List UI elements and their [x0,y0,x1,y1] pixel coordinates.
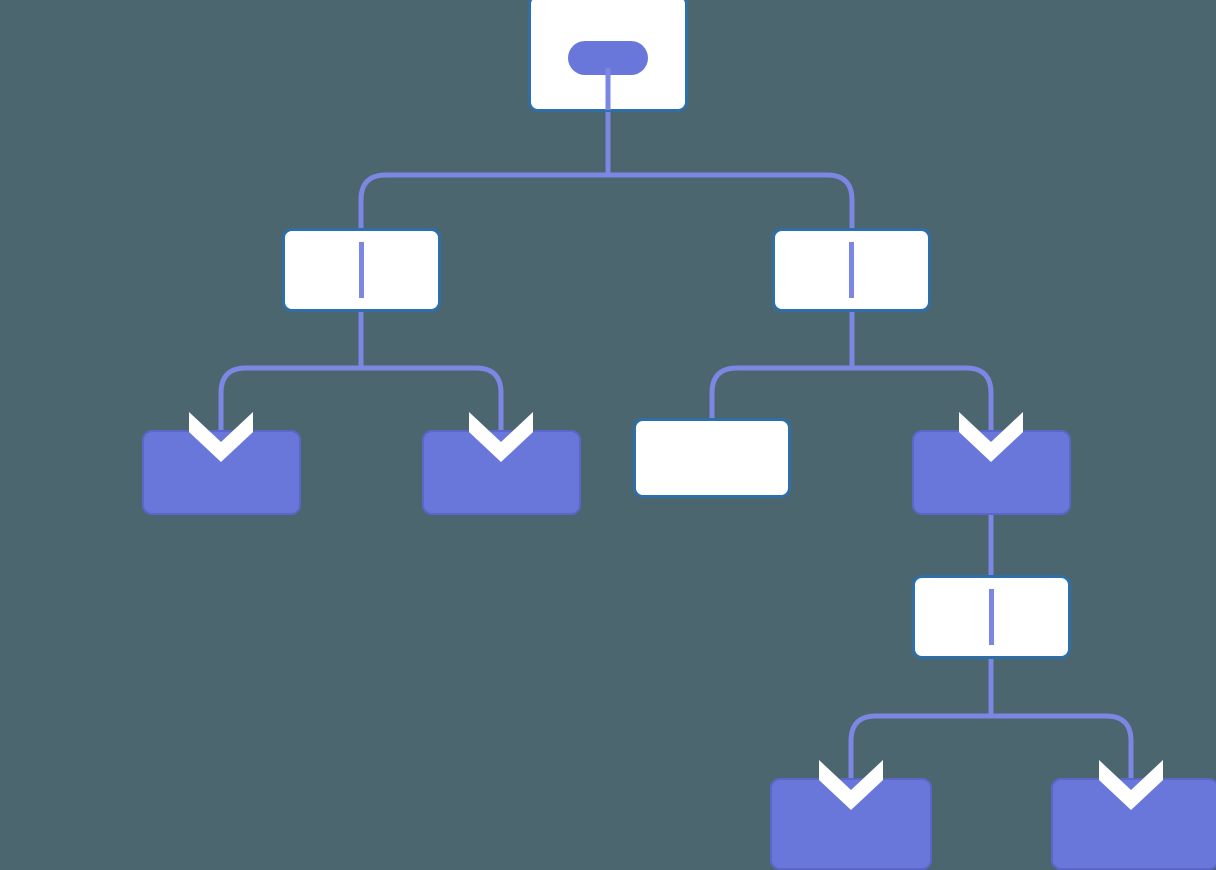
edge-level1left-to-leaf-a [218,365,361,436]
edge-level1right-to-white [709,365,852,422]
level2-leaf-a[interactable] [142,430,301,515]
edge-level1left-to-leaf-b [361,365,504,436]
edge-level1right-to-branch [852,365,994,436]
level4-leaf-a[interactable] [770,778,932,870]
level2-leaf-b[interactable] [422,430,581,515]
level3-inner-line [989,589,994,645]
level2-branch-node[interactable] [912,430,1071,515]
edge-root-to-level1-left [358,172,608,232]
root-inner-stem [605,68,611,110]
edge-level3-to-leaf-a [848,713,991,784]
level2-white-node[interactable] [633,418,791,498]
level4-leaf-b[interactable] [1051,778,1216,870]
level1-left-inner-line [359,242,364,298]
edge-level3-to-leaf-b [991,713,1134,784]
level1-right-inner-line [849,242,854,298]
edge-root-to-level1-right [608,172,855,232]
